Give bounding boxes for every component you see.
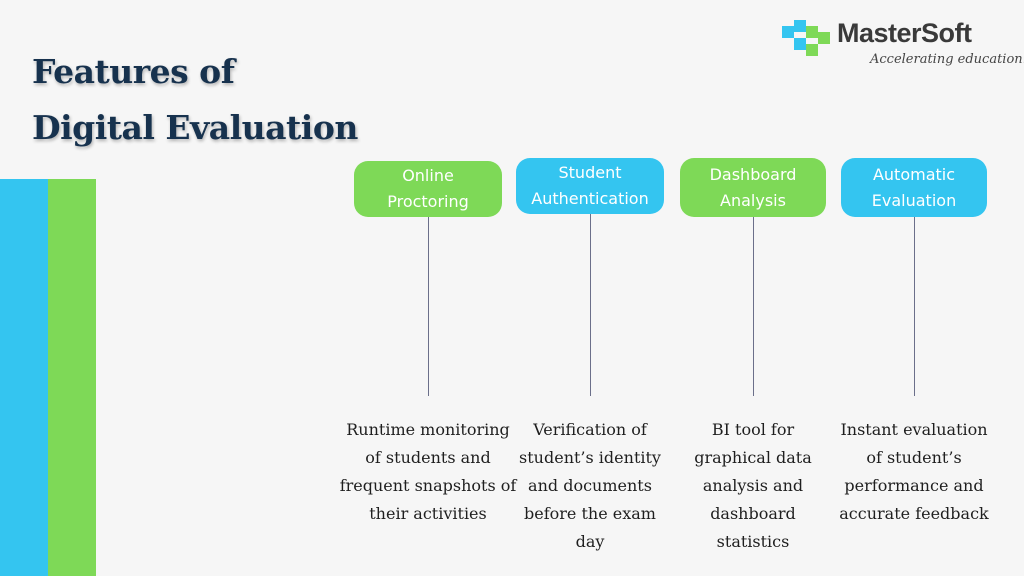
- feature-description-line: of students and: [365, 448, 491, 467]
- feature-description-line: BI tool for: [711, 420, 795, 439]
- feature-label-line: Online: [402, 166, 454, 185]
- feature-description-line: performance and: [844, 476, 984, 495]
- title-line-1: Features of: [32, 52, 235, 91]
- feature-connector-line: [914, 217, 915, 396]
- feature-description: Runtime monitoring of students and frequen…: [333, 416, 523, 528]
- feature-label-line: Automatic: [872, 164, 956, 184]
- feature-connector-line: [428, 217, 429, 396]
- feature-label-line: Student: [558, 163, 622, 182]
- feature-description: Instant evaluation of student’s performanc…: [819, 416, 1009, 528]
- feature-label-line: Authentication: [531, 189, 649, 208]
- feature-description-line: dashboard: [710, 504, 796, 523]
- green-accent-stripe: [48, 179, 96, 576]
- feature-description-line: statistics: [716, 532, 790, 551]
- feature-connector-line: [753, 217, 754, 396]
- feature-description-line: Instant evaluation: [840, 420, 988, 439]
- mastersoft-logo-icon: [782, 20, 830, 56]
- feature-connector-line: [590, 214, 591, 396]
- feature-description-line: accurate feedback: [839, 504, 989, 523]
- feature-label-line: Evaluation: [871, 190, 957, 210]
- feature-description-line: frequent snapshots of: [339, 476, 517, 495]
- page-title: Features of Digital Evaluation: [32, 44, 358, 156]
- feature-description-line: analysis and: [702, 476, 804, 495]
- feature-description-line: before the exam: [524, 504, 656, 523]
- blue-accent-stripe: [0, 179, 48, 576]
- logo-tagline: Accelerating education....: [870, 52, 1024, 67]
- feature-description-line: Runtime monitoring: [346, 420, 510, 439]
- feature-description: BI tool for graphical data analysis and das…: [658, 416, 848, 556]
- feature-label-line: Dashboard: [709, 164, 797, 184]
- mastersoft-logo: MasterSoft Accelerating education....: [780, 16, 1024, 76]
- feature-label-line: Analysis: [720, 190, 786, 210]
- feature-description-line: Verification of: [533, 420, 647, 439]
- title-line-2: Digital Evaluation: [32, 108, 358, 147]
- feature-description-line: student’s identity: [519, 448, 661, 467]
- feature-label-line: Proctoring: [387, 192, 469, 211]
- feature-description-line: and documents: [528, 476, 652, 495]
- logo-name: MasterSoft: [837, 18, 972, 48]
- feature-description: Verification of student’s identity and doc…: [495, 416, 685, 556]
- feature-description-line: graphical data: [694, 448, 812, 467]
- feature-description-line: their activities: [369, 504, 487, 523]
- feature-description-line: of student’s: [866, 448, 962, 467]
- feature-description-line: day: [575, 532, 605, 551]
